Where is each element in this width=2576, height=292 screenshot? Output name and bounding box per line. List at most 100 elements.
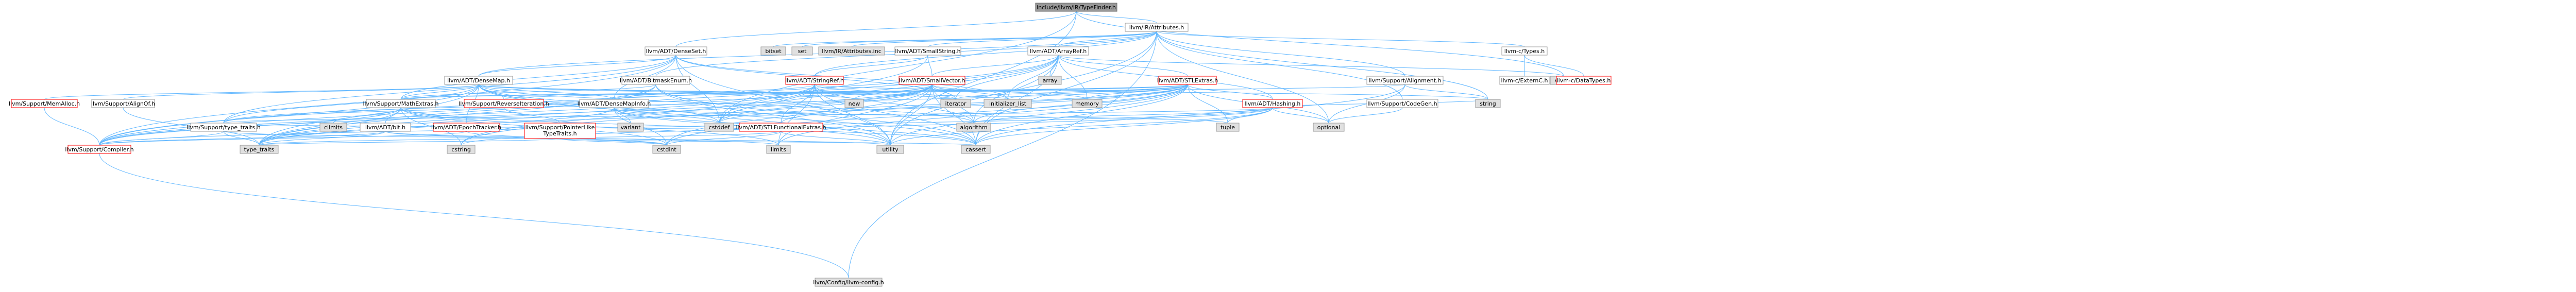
node-reverseiteration[interactable]: llvm/Support/ReverseIteration.h <box>459 99 549 108</box>
node-label: llvm/ADT/STLFunctionalExtras.h <box>736 124 826 131</box>
node-label: initializer_list <box>989 100 1027 107</box>
node-stlextras[interactable]: llvm/ADT/STLExtras.h <box>1157 76 1218 85</box>
edge-smallvector-to-memory <box>931 84 1088 100</box>
node-utility: utility <box>876 145 904 154</box>
node-label: llvm/Config/llvm-config.h <box>813 279 884 286</box>
node-label: algorithm <box>960 124 987 131</box>
edge-attributes-to-utility <box>890 31 1157 146</box>
node-label: llvm/Support/CodeGen.h <box>1367 100 1437 107</box>
node-label: llvm/ADT/DenseMapInfo.h <box>578 100 651 107</box>
edge-hashing-to-optional <box>1272 107 1329 124</box>
edge-densemap-to-alignof <box>123 84 479 100</box>
edge-arrayref-to-vector <box>1058 55 1564 77</box>
edge-type_traits_h-to-compiler <box>99 131 224 146</box>
edge-attributes-to-llvm_config <box>848 31 1157 279</box>
edge-stlextras-to-utility <box>890 84 1188 146</box>
node-hashing[interactable]: llvm/ADT/Hashing.h <box>1242 99 1303 108</box>
node-label: llvm/Support/type_traits.h <box>187 124 260 131</box>
edge-stlfunctionalextras-to-type_traits <box>259 131 782 146</box>
node-box <box>1313 123 1345 132</box>
node-box <box>899 76 965 85</box>
node-label: variant <box>621 124 641 131</box>
node-root: include/llvm/IR/TypeFinder.h <box>1035 3 1117 12</box>
edge-stringref-to-compiler <box>99 84 815 146</box>
node-box <box>818 46 885 56</box>
edge-densemap-to-initializer_list <box>478 84 1008 100</box>
node-codegen[interactable]: llvm/Support/CodeGen.h <box>1366 99 1438 108</box>
node-label: string <box>1480 100 1496 107</box>
edge-denseset-to-densemap <box>478 55 676 77</box>
edge-root-to-cstddef <box>719 11 1077 124</box>
node-label: llvm/Support/ReverseIteration.h <box>459 100 549 107</box>
node-label: llvm/ADT/STLExtras.h <box>1157 77 1218 84</box>
node-memalloc[interactable]: llvm/Support/MemAlloc.h <box>9 99 80 108</box>
edge-smallstring-to-smallvector <box>927 55 933 77</box>
edge-attributes-to-alignment <box>1156 31 1405 77</box>
edge-bitmaskenum-to-utility <box>655 84 891 146</box>
node-alignof[interactable]: llvm/Support/AlignOf.h <box>91 99 155 108</box>
node-label: llvm/ADT/BitmaskEnum.h <box>620 77 692 84</box>
node-label: llvm-c/Types.h <box>1504 48 1545 55</box>
node-cassert: cassert <box>961 145 991 154</box>
edge-smallstring-to-cstddef <box>719 55 928 124</box>
node-label: utility <box>882 146 899 153</box>
node-label: type_traits <box>244 146 275 153</box>
node-label: tuple <box>1221 124 1235 131</box>
edge-densemap-to-memalloc <box>44 84 479 100</box>
node-box <box>876 145 904 154</box>
node-datatypes[interactable]: llvm-c/DataTypes.h <box>1556 76 1612 85</box>
node-alignment[interactable]: llvm/Support/Alignment.h <box>1366 76 1444 85</box>
node-box <box>1125 23 1189 32</box>
node-attributes[interactable]: llvm/IR/Attributes.h <box>1125 23 1189 32</box>
node-box <box>11 99 78 108</box>
node-stringref[interactable]: llvm/ADT/StringRef.h <box>785 76 844 85</box>
node-new: new <box>844 99 864 108</box>
node-smallvector[interactable]: llvm/ADT/SmallVector.h <box>899 76 965 85</box>
node-externc[interactable]: llvm-c/ExternC.h <box>1499 76 1550 85</box>
node-stlfunctionalextras[interactable]: llvm/ADT/STLFunctionalExtras.h <box>736 123 826 132</box>
node-box <box>894 46 961 56</box>
node-bit[interactable]: llvm/ADT/bit.h <box>360 123 411 132</box>
node-tuple: tuple <box>1216 123 1240 132</box>
node-box <box>360 123 411 132</box>
edge-arrayref-to-type_traits <box>259 55 1059 146</box>
edge-stlextras-to-cstdint <box>666 84 1188 146</box>
node-box <box>739 123 823 132</box>
node-type-traits-h[interactable]: llvm/Support/type_traits.h <box>187 123 261 132</box>
edge-smallvector-to-iterator <box>931 84 956 100</box>
graph-nodes: include/llvm/IR/TypeFinder.h llvm/IR/Attr… <box>9 3 1612 287</box>
edge-type_traits_h-to-type_traits <box>223 131 260 146</box>
node-denseset[interactable]: llvm/ADT/DenseSet.h <box>645 46 707 56</box>
edge-stlextras-to-iterator <box>955 84 1188 100</box>
node-smallstring[interactable]: llvm/ADT/SmallString.h <box>894 46 961 56</box>
node-label: llvm/ADT/EpochTracker.h <box>431 124 501 131</box>
node-label: cassert <box>965 146 987 153</box>
edge-densemap-to-type_traits_h <box>223 84 479 124</box>
edge-stringref-to-string <box>814 84 1488 100</box>
node-compiler[interactable]: llvm/Support/Compiler.h <box>65 145 134 154</box>
node-box <box>67 145 131 154</box>
node-ctypes[interactable]: llvm-c/Types.h <box>1501 46 1548 56</box>
edge-arrayref-to-initializer_list <box>1007 55 1059 100</box>
node-epochtracker[interactable]: llvm/ADT/EpochTracker.h <box>431 123 501 132</box>
edge-stringref-to-utility <box>814 84 891 146</box>
edge-attributes-to-densemap <box>478 31 1157 77</box>
node-label: iterator <box>945 100 967 107</box>
node-arrayref[interactable]: llvm/ADT/ArrayRef.h <box>1027 46 1089 56</box>
node-densemapinfo[interactable]: llvm/ADT/DenseMapInfo.h <box>578 99 651 108</box>
edge-denseset-to-mathextras <box>400 55 676 100</box>
node-densemap[interactable]: llvm/ADT/DenseMap.h <box>444 76 513 85</box>
node-mathextras[interactable]: llvm/Support/MathExtras.h <box>363 99 439 108</box>
node-box <box>1158 76 1217 85</box>
node-box <box>704 123 734 132</box>
edge-densemapinfo-to-variant <box>614 107 631 124</box>
node-label: new <box>849 100 860 107</box>
node-climits: climits <box>319 123 347 132</box>
edge-arrayref-to-algorithm <box>973 55 1059 124</box>
node-box <box>791 46 813 56</box>
node-attributes-inc: llvm/IR/Attributes.inc <box>818 46 885 56</box>
node-bitmaskenum[interactable]: llvm/ADT/BitmaskEnum.h <box>620 76 692 85</box>
edge-pointerliketypetraits-to-type_traits <box>259 138 561 146</box>
